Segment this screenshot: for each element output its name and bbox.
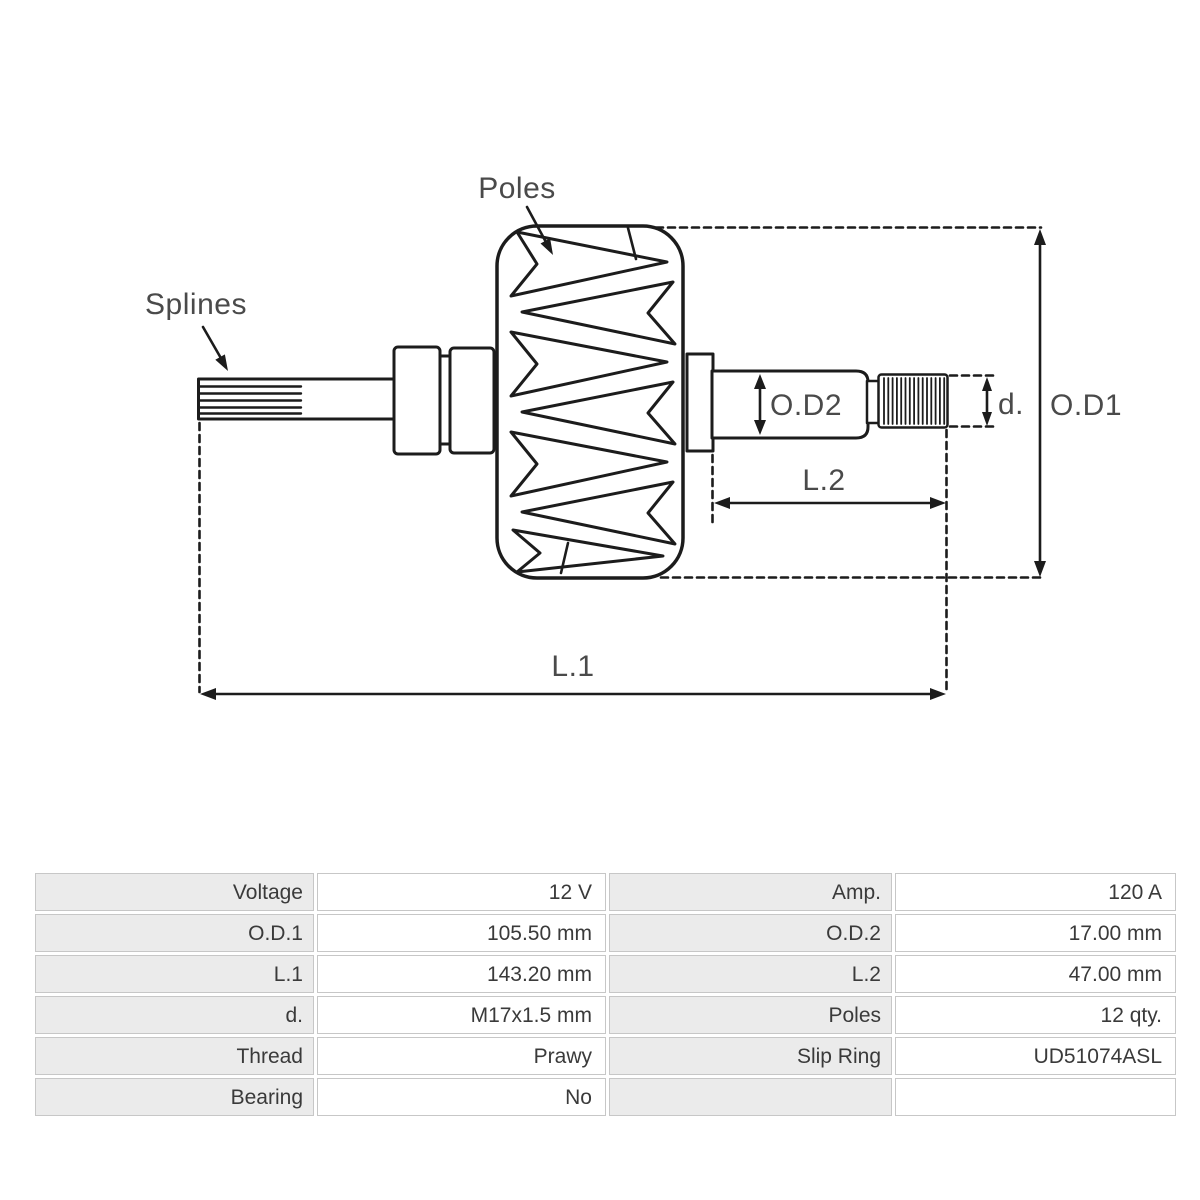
rotor-body bbox=[495, 224, 685, 580]
slip-ring-collars bbox=[392, 345, 496, 456]
d-label: d. bbox=[998, 388, 1024, 421]
od1-label: O.D1 bbox=[1050, 389, 1122, 422]
od2-label: O.D2 bbox=[770, 389, 842, 422]
spec-label: Thread bbox=[35, 1037, 314, 1075]
spec-label: Amp. bbox=[609, 873, 892, 911]
arrowheads bbox=[200, 229, 1046, 700]
spec-label bbox=[609, 1078, 892, 1116]
poles-leader-line bbox=[525, 205, 549, 246]
rotor-diagram: Poles Splines O.D2 d. O.D1 L.2 L.1 bbox=[145, 172, 1122, 700]
spec-label: d. bbox=[35, 996, 314, 1034]
splines-label: Splines bbox=[145, 288, 247, 321]
spec-value: Prawy bbox=[317, 1037, 606, 1075]
spec-label: L.2 bbox=[609, 955, 892, 993]
spec-label: Voltage bbox=[35, 873, 314, 911]
spec-value: No bbox=[317, 1078, 606, 1116]
spec-value: 120 A bbox=[895, 873, 1176, 911]
spec-value: 47.00 mm bbox=[895, 955, 1176, 993]
l1-label: L.1 bbox=[551, 650, 594, 683]
spec-value: UD51074ASL bbox=[895, 1037, 1176, 1075]
construction-lines bbox=[198, 226, 1043, 694]
spec-value bbox=[895, 1078, 1176, 1116]
threaded-shaft-end bbox=[685, 352, 949, 453]
spec-table: Voltage 12 V Amp. 120 A O.D.1 105.50 mm … bbox=[35, 873, 1176, 1116]
splines-leader-line bbox=[201, 325, 224, 362]
spec-value: 12 V bbox=[317, 873, 606, 911]
spec-value: 12 qty. bbox=[895, 996, 1176, 1034]
thread-ridges bbox=[883, 377, 946, 425]
spec-label: O.D.2 bbox=[609, 914, 892, 952]
spec-label: Bearing bbox=[35, 1078, 314, 1116]
spec-value: 105.50 mm bbox=[317, 914, 606, 952]
pole-claws bbox=[509, 226, 677, 575]
spec-value: M17x1.5 mm bbox=[317, 996, 606, 1034]
spec-value: 17.00 mm bbox=[895, 914, 1176, 952]
spec-label: Slip Ring bbox=[609, 1037, 892, 1075]
poles-label: Poles bbox=[478, 172, 556, 205]
spec-label: O.D.1 bbox=[35, 914, 314, 952]
spec-label: L.1 bbox=[35, 955, 314, 993]
l2-label: L.2 bbox=[802, 464, 845, 497]
splined-shaft bbox=[197, 377, 396, 421]
spec-label: Poles bbox=[609, 996, 892, 1034]
dimension-lines bbox=[201, 205, 1042, 696]
spec-value: 143.20 mm bbox=[317, 955, 606, 993]
